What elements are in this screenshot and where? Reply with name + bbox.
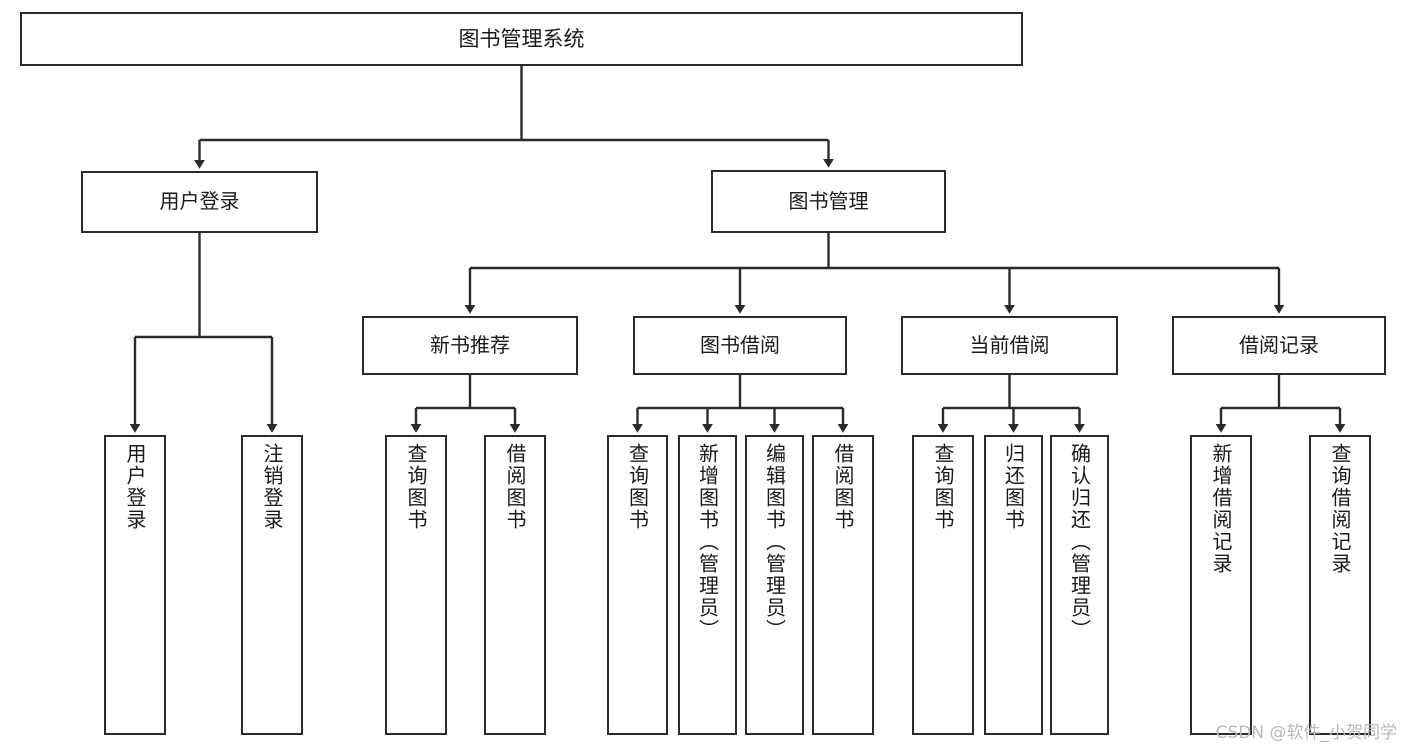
node-label: 查询图书 bbox=[931, 443, 955, 531]
node-login[interactable]: 用户登录 bbox=[81, 171, 318, 233]
node-leaf-bw-query[interactable]: 查询图书 bbox=[607, 435, 668, 735]
node-label: 新书推荐 bbox=[430, 332, 510, 357]
node-label: 新增图书（管理员） bbox=[695, 443, 720, 641]
node-newbook[interactable]: 新书推荐 bbox=[362, 316, 578, 375]
node-label: 编辑图书（管理员） bbox=[762, 443, 787, 641]
node-leaf-cb-return[interactable]: 归还图书 bbox=[984, 435, 1043, 735]
node-leaf-logout[interactable]: 注销登录 bbox=[241, 435, 303, 735]
node-label: 图书借阅 bbox=[700, 332, 780, 357]
node-label: 查询图书 bbox=[625, 443, 650, 531]
node-records[interactable]: 借阅记录 bbox=[1172, 316, 1386, 375]
node-label: 查询借阅记录 bbox=[1328, 443, 1352, 575]
node-leaf-cb-conf[interactable]: 确认归还（管理员） bbox=[1050, 435, 1109, 735]
node-label: 借阅记录 bbox=[1239, 332, 1319, 357]
node-leaf-bw-edit[interactable]: 编辑图书（管理员） bbox=[745, 435, 804, 735]
node-label: 用户登录 bbox=[159, 189, 240, 214]
node-leaf-rc-query[interactable]: 查询借阅记录 bbox=[1309, 435, 1371, 735]
node-label: 借阅图书 bbox=[503, 443, 527, 531]
node-leaf-nb-borrow[interactable]: 借阅图书 bbox=[484, 435, 546, 735]
node-label: 确认归还（管理员） bbox=[1067, 443, 1092, 641]
node-leaf-rc-add[interactable]: 新增借阅记录 bbox=[1190, 435, 1252, 735]
node-label: 当前借阅 bbox=[969, 332, 1050, 357]
node-label: 归还图书 bbox=[1001, 443, 1026, 531]
node-label: 借阅图书 bbox=[831, 443, 855, 531]
node-label: 图书管理 bbox=[788, 188, 869, 213]
node-label: 新增借阅记录 bbox=[1209, 443, 1233, 575]
node-label: 注销登录 bbox=[260, 443, 284, 531]
node-current[interactable]: 当前借阅 bbox=[901, 316, 1118, 375]
node-leaf-bw-borrow[interactable]: 借阅图书 bbox=[812, 435, 874, 735]
node-leaf-nb-query[interactable]: 查询图书 bbox=[385, 435, 447, 735]
node-root[interactable]: 图书管理系统 bbox=[20, 12, 1023, 66]
node-bookmgmt[interactable]: 图书管理 bbox=[711, 170, 946, 233]
edge-group bbox=[129, 66, 1346, 433]
node-leaf-bw-add[interactable]: 新增图书（管理员） bbox=[678, 435, 737, 735]
node-leaf-userlogin[interactable]: 用户登录 bbox=[104, 435, 166, 735]
node-label: 图书管理系统 bbox=[458, 26, 585, 51]
node-label: 用户登录 bbox=[123, 443, 147, 531]
node-borrow[interactable]: 图书借阅 bbox=[633, 316, 847, 375]
node-leaf-cb-query[interactable]: 查询图书 bbox=[912, 435, 974, 735]
node-label: 查询图书 bbox=[404, 443, 428, 531]
